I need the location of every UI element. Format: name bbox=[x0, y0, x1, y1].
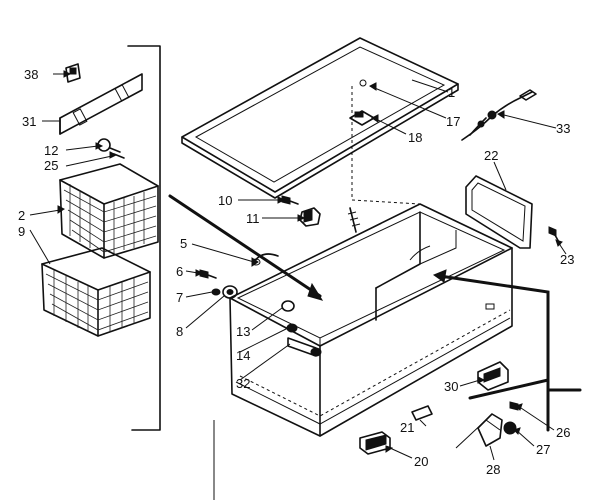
label-7: 7 bbox=[176, 290, 183, 305]
label-20: 20 bbox=[414, 454, 428, 469]
part-labels: 38 31 12 25 2 9 10 11 5 6 7 8 13 14 32 1… bbox=[18, 67, 574, 477]
label-11: 11 bbox=[246, 211, 260, 226]
label-6: 6 bbox=[176, 264, 183, 279]
label-30: 30 bbox=[444, 379, 458, 394]
label-33: 33 bbox=[556, 121, 570, 136]
small-parts bbox=[199, 195, 519, 455]
assembly-arrows bbox=[168, 194, 582, 432]
label-22: 22 bbox=[484, 148, 498, 163]
label-2: 2 bbox=[18, 208, 25, 223]
label-21: 21 bbox=[400, 420, 414, 435]
label-32: 32 bbox=[236, 376, 250, 391]
label-10: 10 bbox=[218, 193, 232, 208]
label-18: 18 bbox=[408, 130, 422, 145]
label-26: 26 bbox=[556, 425, 570, 440]
lower-basket bbox=[41, 247, 151, 337]
label-14: 14 bbox=[236, 348, 250, 363]
leader-lines bbox=[29, 73, 567, 461]
label-27: 27 bbox=[536, 442, 550, 457]
label-13: 13 bbox=[236, 324, 250, 339]
label-1: 1 bbox=[448, 85, 455, 100]
basket-hanger bbox=[59, 63, 143, 135]
label-8: 8 bbox=[176, 324, 183, 339]
leader-arrowheads bbox=[57, 70, 563, 453]
label-31: 31 bbox=[22, 114, 36, 129]
label-17: 17 bbox=[446, 114, 460, 129]
upper-basket bbox=[59, 163, 159, 259]
power-cord bbox=[461, 89, 537, 141]
label-38: 38 bbox=[24, 67, 38, 82]
label-12: 12 bbox=[44, 143, 58, 158]
left-bracket bbox=[127, 45, 161, 431]
label-28: 28 bbox=[486, 462, 500, 477]
label-23: 23 bbox=[560, 252, 574, 267]
label-5: 5 bbox=[180, 236, 187, 251]
label-9: 9 bbox=[18, 224, 25, 239]
back-panel bbox=[465, 175, 533, 249]
label-25: 25 bbox=[44, 158, 58, 173]
freezer-lid bbox=[181, 37, 459, 199]
